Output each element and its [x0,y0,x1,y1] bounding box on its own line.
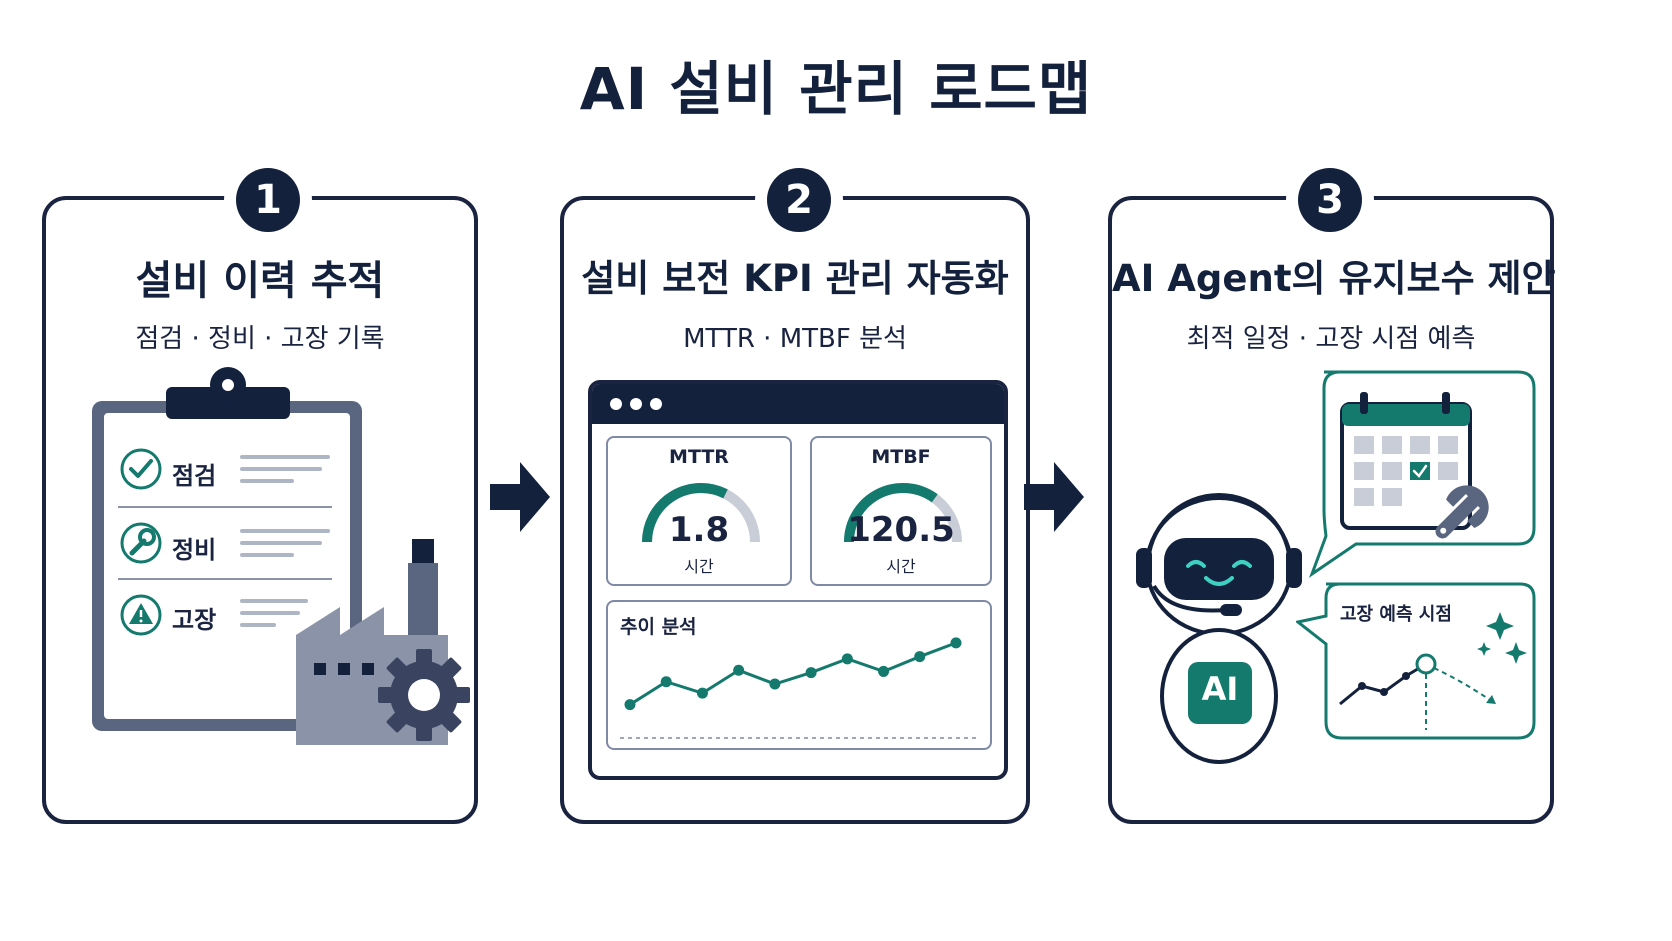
gauge-icon [844,483,962,543]
step-card-1: 1 설비 이력 추적 점검 · 정비 · 고장 기록 점검 정비 고장 [42,168,478,824]
window-dot [610,398,622,410]
step-title: AI Agent의 유지보수 제안 [1112,257,1556,300]
gauge-fill [844,483,938,543]
kpi-label: MTBF [871,446,931,468]
trend-line-chart [620,637,978,739]
kpi-unit: 시간 [886,557,916,576]
step-number-badge: 2 [767,168,831,232]
trend-panel: 추이 분석 [606,600,992,750]
failure-prediction-bubble [1296,582,1536,740]
step-number-badge: 1 [236,168,300,232]
trend-point [660,676,672,688]
arrow-right-icon [490,458,552,536]
kpi-card-mttr: MTTR 1.8 시간 [606,436,792,586]
trend-point [769,678,781,690]
step-title: 설비 이력 추적 [135,258,385,304]
step-card-3: 3 AI Agent의 유지보수 제안 최적 일정 · 고장 시점 예측 AI [1108,168,1556,824]
window-dot [650,398,662,410]
kpi-dashboard: MTTR 1.8 시간 MTBF 120.5 시간 추이 분석 [588,380,1008,780]
step-title: 설비 보전 KPI 관리 자동화 [581,257,1009,300]
trend-point [733,664,745,676]
prediction-label: 고장 예측 시점 [1340,604,1452,625]
checklist-label-inspection: 점검 [172,462,217,490]
trend-point [841,653,853,665]
step-subtitle: 점검 · 정비 · 고장 기록 [135,324,385,354]
gauge-fill [642,483,728,543]
factory-gear-icon [296,539,470,745]
step-card-2: 2 설비 보전 KPI 관리 자동화 MTTR · MTBF 분석 MTTR 1… [560,168,1030,824]
trend-point [878,665,890,677]
step-subtitle: MTTR · MTBF 분석 [683,324,907,354]
trend-point [624,699,636,711]
kpi-card-mtbf: MTBF 120.5 시간 [810,436,992,586]
ai-robot-icon [1136,493,1302,764]
trend-point [950,637,962,649]
trend-series-line [629,641,957,706]
trend-label: 추이 분석 [620,616,697,638]
ai-badge-label: AI [1201,670,1239,708]
kpi-value: 120.5 [847,510,955,550]
kpi-label: MTTR [669,446,729,468]
checklist-label-maintenance: 정비 [172,536,217,564]
arrow-right-icon [1024,458,1086,536]
trend-point [914,651,926,663]
checklist-label-failure: 고장 [172,606,217,634]
clipboard-icon [92,367,362,731]
window-titlebar [592,384,1004,424]
kpi-unit: 시간 [684,557,714,576]
trend-point [696,687,708,699]
calendar-wrench-bubble [1308,370,1536,578]
gauge-icon [642,483,760,543]
kpi-value: 1.8 [668,510,730,550]
trend-point [805,667,817,679]
step-number-badge: 3 [1298,168,1362,232]
window-dot [630,398,642,410]
page-title: AI 설비 관리 로드맵 [579,55,1093,123]
step-subtitle: 최적 일정 · 고장 시점 예측 [1186,324,1476,354]
